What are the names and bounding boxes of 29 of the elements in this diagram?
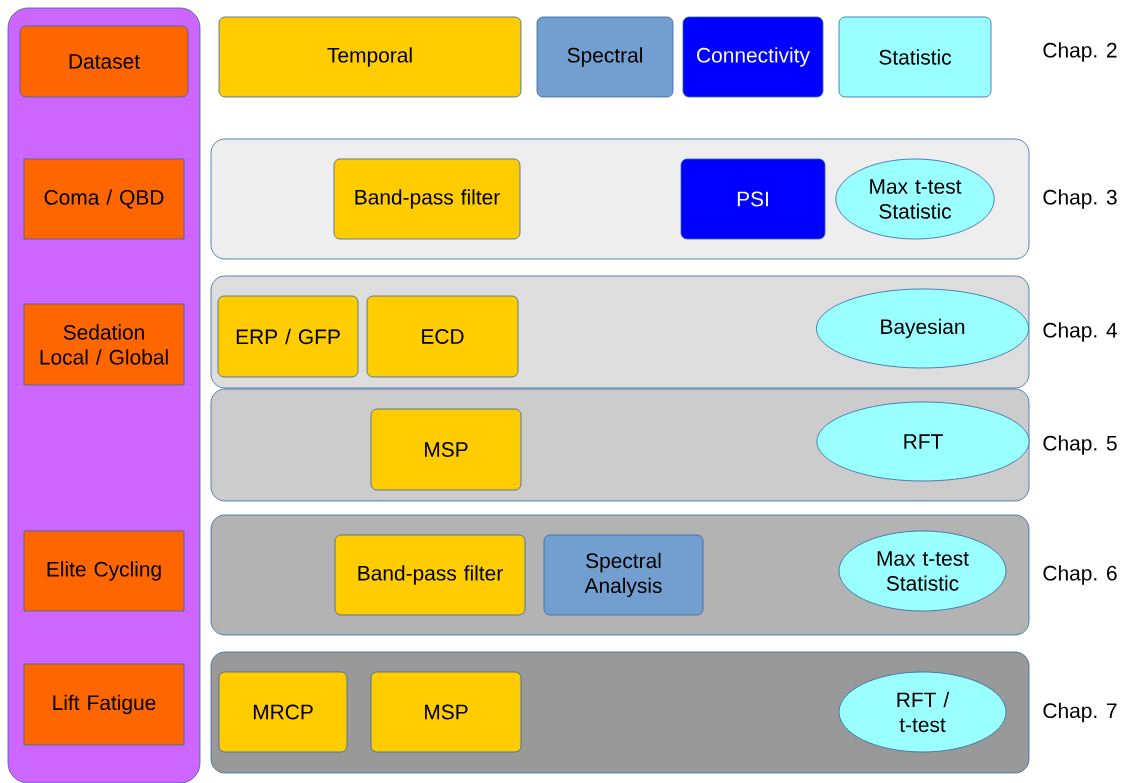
label-box: Coma / QBD <box>23 158 185 240</box>
label-box: Elite Cycling <box>23 530 185 612</box>
ellipse-node: RFT <box>816 401 1030 482</box>
chapter-label: Chap. 7 <box>1043 702 1117 723</box>
rounded-box: MSP <box>370 408 522 491</box>
ellipse-node: Max t-test Statistic <box>835 158 995 240</box>
chapter-label: Chap. 5 <box>1043 435 1117 455</box>
ellipse-node: RFT / t-test <box>838 671 1007 753</box>
rounded-box: Spectral Analysis <box>543 534 704 616</box>
rounded-box: ERP / GFP <box>217 295 359 378</box>
ellipse-node: Max t-test Statistic <box>838 530 1007 612</box>
chapter-label: Chap. 2 <box>1043 42 1117 62</box>
rounded-box: Statistic <box>838 16 992 98</box>
chapter-label: Chap. 6 <box>1043 565 1117 585</box>
rounded-box: MRCP <box>218 671 348 753</box>
rounded-box: Dataset <box>19 25 189 98</box>
ellipse-node: Bayesian <box>816 288 1029 369</box>
label-box: Sedation Local / Global <box>23 303 185 386</box>
rounded-box: Band-pass filter <box>334 534 526 616</box>
rounded-box: Connectivity <box>682 16 824 98</box>
rounded-box: MSP <box>370 671 522 753</box>
rounded-box: ECD <box>366 295 519 378</box>
chapter-label: Chap. 4 <box>1043 322 1117 342</box>
rounded-box: Spectral <box>536 16 674 98</box>
rounded-box: PSI <box>680 158 826 240</box>
label-box: Lift Fatigue <box>23 663 185 746</box>
chapter-label: Chap. 3 <box>1043 189 1117 209</box>
rounded-box: Temporal <box>218 16 522 98</box>
rounded-box: Band-pass filter <box>333 158 521 240</box>
